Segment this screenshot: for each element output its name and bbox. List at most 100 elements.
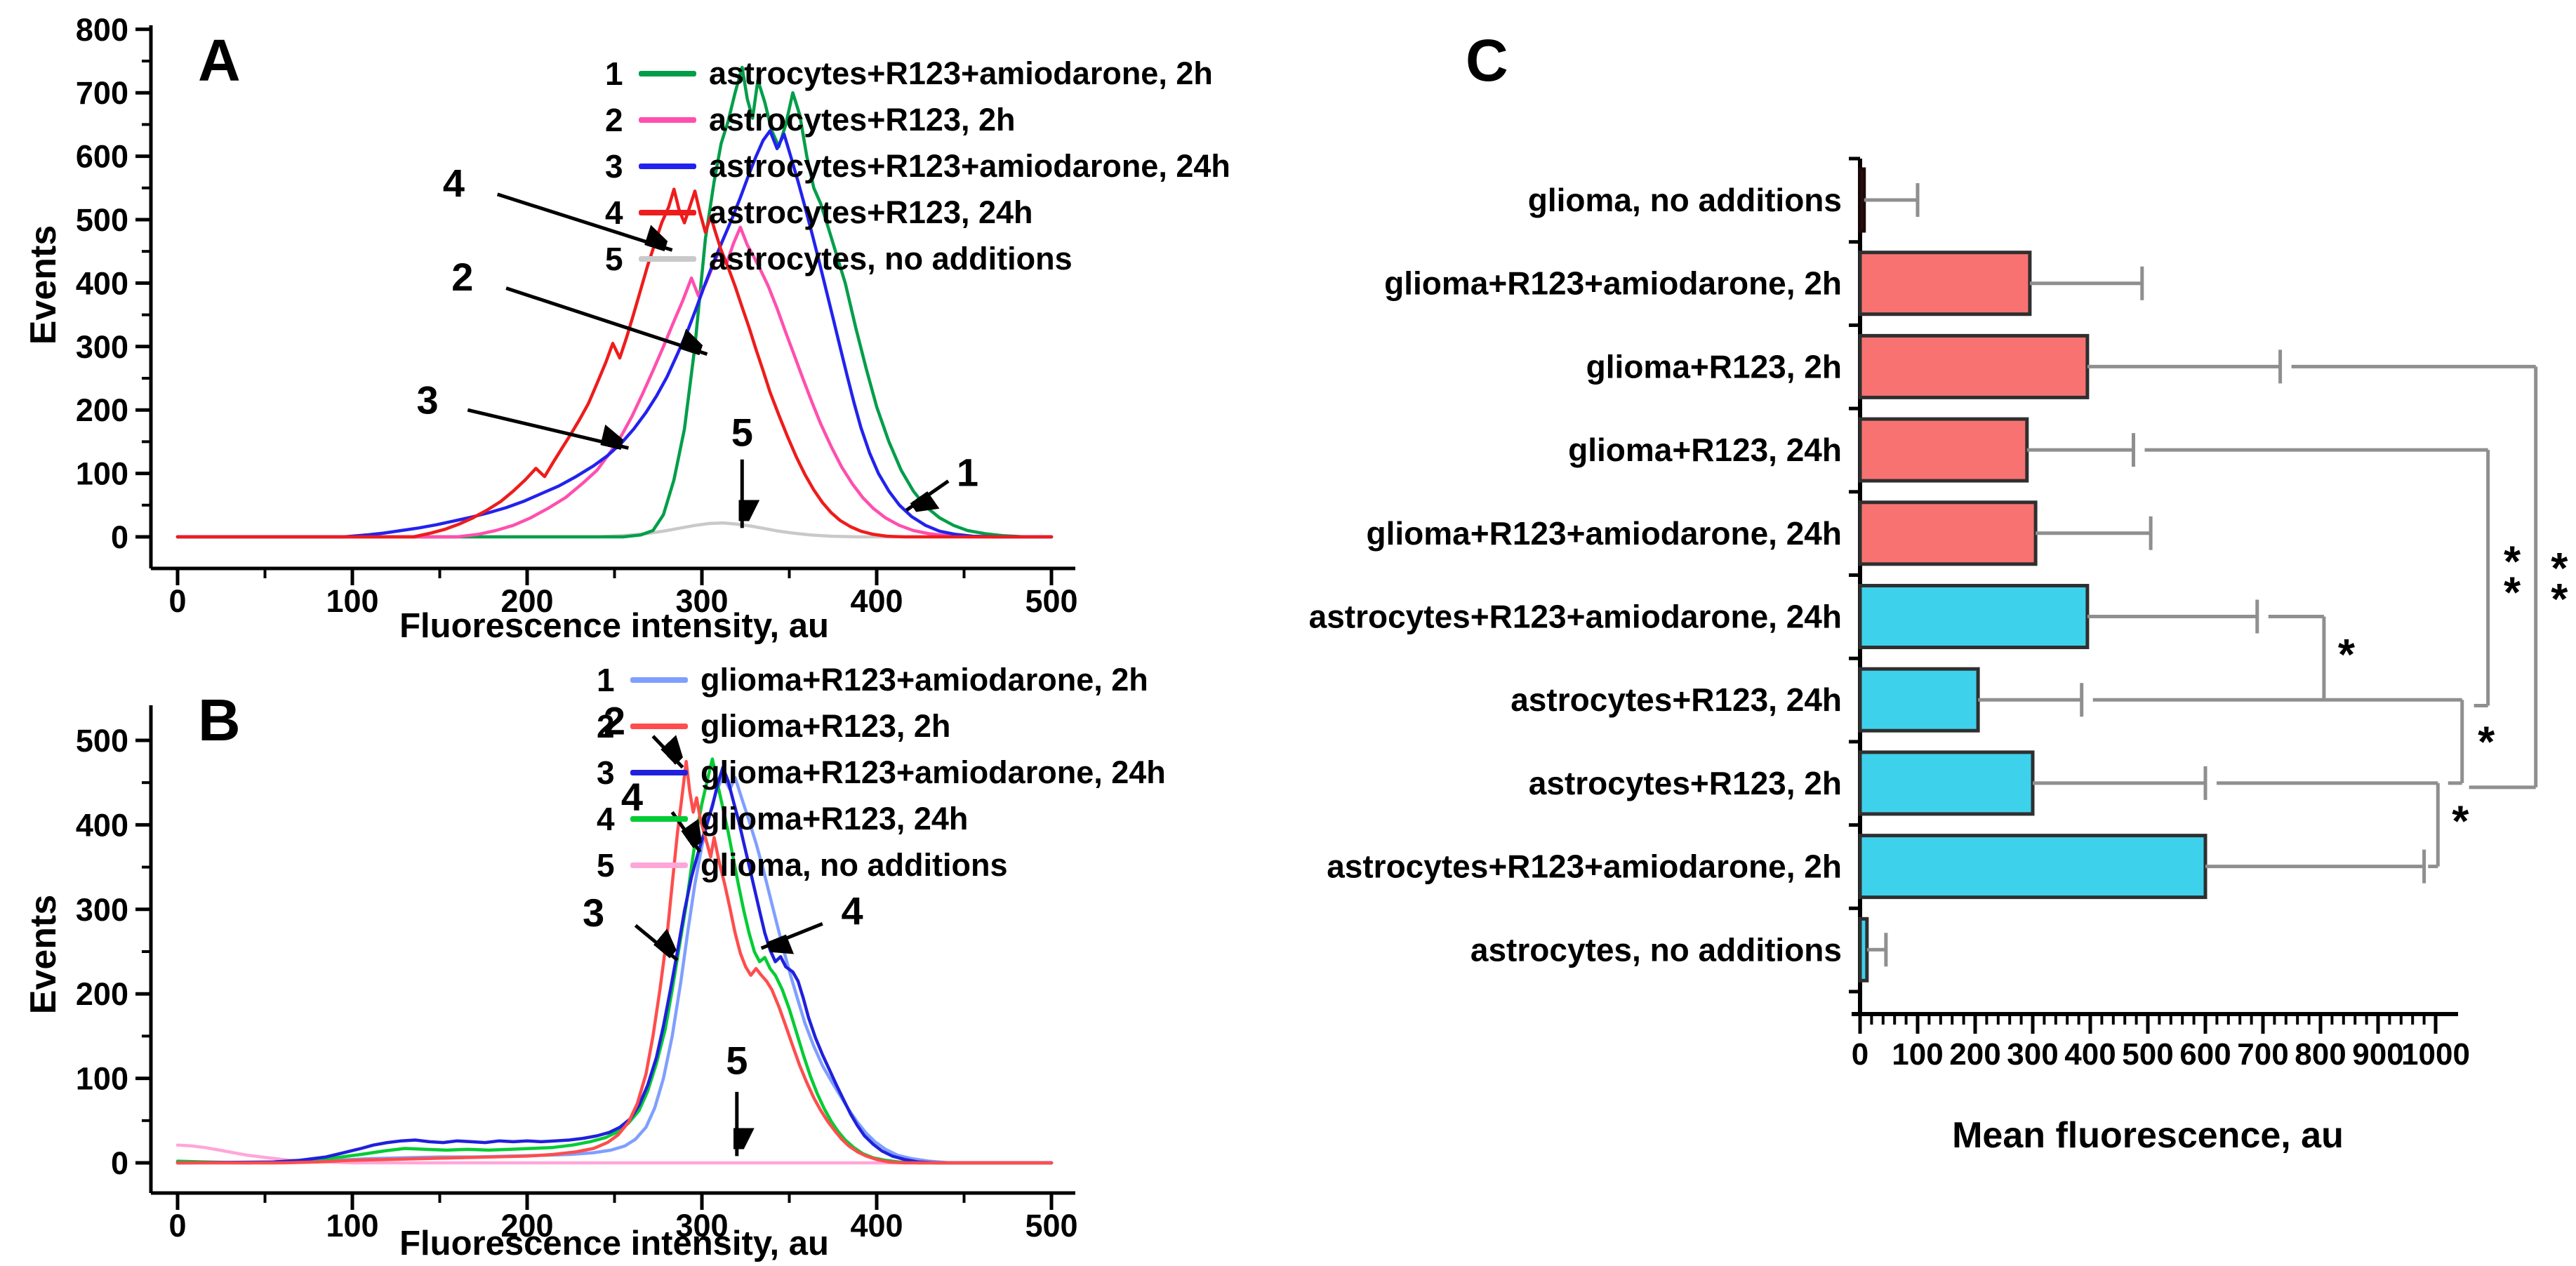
category-label: glioma+R123, 24h bbox=[1568, 432, 1842, 468]
legend-label: astrocytes+R123+amiodarone, 24h bbox=[709, 148, 1230, 184]
legend-line-swatch bbox=[630, 724, 688, 729]
annotation-number: 5 bbox=[726, 1039, 748, 1083]
y-tick-label: 300 bbox=[76, 329, 128, 365]
annotation-number: 5 bbox=[731, 411, 753, 455]
x-tick-label: 400 bbox=[2064, 1037, 2116, 1072]
bar bbox=[1858, 500, 2038, 566]
significance-star: * bbox=[2338, 631, 2356, 679]
significance-star: * bbox=[2504, 569, 2521, 618]
panel-a-x-axis-title: Fluorescence intensity, au bbox=[399, 607, 829, 645]
bar bbox=[1858, 667, 1980, 733]
x-tick-label: 0 bbox=[168, 1208, 186, 1244]
y-tick-label: 300 bbox=[76, 892, 128, 928]
annotation-arrow bbox=[634, 924, 677, 961]
x-tick-label: 300 bbox=[675, 1208, 728, 1244]
panel-b-y-axis-title: Events bbox=[23, 894, 64, 1015]
x-tick-label: 200 bbox=[500, 583, 553, 619]
panel-b-label: B bbox=[198, 687, 241, 753]
bar bbox=[1858, 251, 2032, 316]
x-tick-label: 300 bbox=[2007, 1037, 2058, 1072]
x-tick-label: 600 bbox=[2179, 1037, 2231, 1072]
x-tick-label: 0 bbox=[168, 583, 186, 619]
x-tick-label: 400 bbox=[850, 583, 903, 619]
legend-line-swatch bbox=[639, 117, 696, 123]
y-tick-label: 400 bbox=[76, 807, 128, 843]
x-tick-label: 300 bbox=[675, 583, 728, 619]
annotation-arrow bbox=[905, 479, 950, 510]
y-tick-label: 100 bbox=[76, 1061, 128, 1097]
x-tick-label: 200 bbox=[1949, 1037, 2000, 1072]
legend-number: 2 bbox=[597, 708, 615, 745]
category-label: glioma, no additions bbox=[1528, 182, 1842, 218]
x-tick-label: 100 bbox=[326, 583, 378, 619]
legend-label: glioma+R123, 2h bbox=[701, 708, 951, 744]
y-tick-label: 600 bbox=[76, 139, 128, 175]
panel-c-x-axis-title: Mean fluorescence, au bbox=[1952, 1115, 2344, 1156]
legend-label: glioma+R123+amiodarone, 24h bbox=[701, 754, 1166, 790]
annotation-number: 2 bbox=[604, 699, 625, 743]
category-label: glioma+R123+amiodarone, 2h bbox=[1384, 265, 1842, 302]
legend-label: astrocytes+R123, 2h bbox=[709, 102, 1016, 138]
annotation-number: 3 bbox=[416, 378, 438, 422]
legend-number: 5 bbox=[605, 241, 623, 277]
significance-star: * bbox=[2504, 538, 2521, 587]
category-label: astrocytes+R123+amiodarone, 24h bbox=[1309, 599, 1842, 635]
legend-line-swatch bbox=[639, 210, 696, 215]
significance-star: * bbox=[2551, 575, 2568, 624]
panel-a-y-axis-title: Events bbox=[23, 225, 64, 345]
panel-c-label: C bbox=[1466, 27, 1508, 93]
panel-b-legend: 1 glioma+R123+amiodarone, 2h 2 glioma+R123,… bbox=[597, 657, 1166, 888]
legend-line-swatch bbox=[639, 164, 696, 169]
curve-5 bbox=[175, 759, 1054, 1165]
y-tick-label: 500 bbox=[76, 202, 128, 238]
x-tick-label: 1000 bbox=[2401, 1037, 2470, 1072]
legend-row: 1 glioma+R123+amiodarone, 2h bbox=[597, 657, 1166, 703]
category-label: astrocytes+R123, 24h bbox=[1511, 681, 1842, 718]
y-tick-label: 500 bbox=[76, 723, 128, 759]
legend-line-swatch bbox=[630, 862, 688, 868]
y-tick-label: 0 bbox=[111, 519, 128, 555]
curve-1 bbox=[175, 521, 1054, 539]
x-tick-label: 700 bbox=[2237, 1037, 2288, 1072]
x-tick-label: 800 bbox=[2295, 1037, 2346, 1072]
legend-label: glioma, no additions bbox=[701, 847, 1008, 883]
x-tick-label: 500 bbox=[2122, 1037, 2173, 1072]
legend-label: glioma+R123+amiodarone, 2h bbox=[701, 662, 1148, 698]
legend-label: glioma+R123, 24h bbox=[701, 801, 969, 837]
legend-label: astrocytes+R123, 24h bbox=[709, 194, 1033, 230]
legend-number: 1 bbox=[597, 662, 615, 698]
significance-star: * bbox=[2452, 797, 2469, 846]
y-tick-label: 700 bbox=[76, 75, 128, 111]
bar bbox=[1858, 584, 2090, 649]
legend-line-swatch bbox=[639, 71, 696, 76]
annotation-number: 3 bbox=[583, 891, 604, 935]
x-tick-label: 100 bbox=[326, 1208, 378, 1244]
annotation-number: 4 bbox=[842, 888, 863, 933]
annotation-number: 4 bbox=[443, 161, 465, 205]
y-tick-label: 100 bbox=[76, 456, 128, 492]
category-label: astrocytes+R123+amiodarone, 2h bbox=[1327, 848, 1842, 885]
annotation-arrow bbox=[467, 408, 629, 448]
y-tick-label: 400 bbox=[76, 265, 128, 301]
annotation-arrow bbox=[651, 735, 682, 769]
legend-line-swatch bbox=[639, 256, 696, 262]
bar bbox=[1858, 917, 1869, 982]
annotation-number: 1 bbox=[957, 451, 978, 495]
y-tick-label: 200 bbox=[76, 976, 128, 1012]
legend-number: 5 bbox=[597, 847, 615, 884]
curve-4 bbox=[175, 129, 1054, 539]
annotation-number: 4 bbox=[621, 775, 643, 819]
bar bbox=[1858, 750, 2035, 816]
significance-star: * bbox=[2478, 719, 2495, 767]
annotation-number: 2 bbox=[451, 255, 473, 299]
bar bbox=[1858, 333, 2090, 399]
